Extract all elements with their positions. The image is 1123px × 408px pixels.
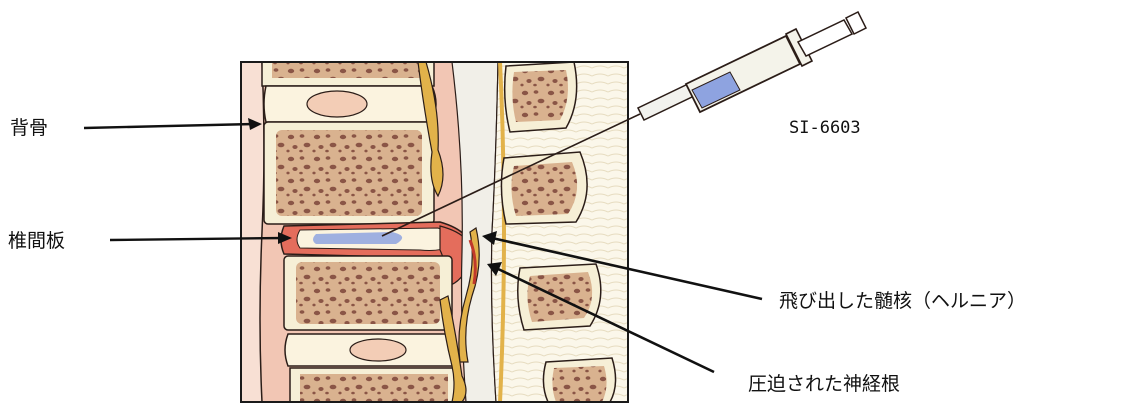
spine-section — [241, 62, 628, 408]
label-compressed-nerve-root: 圧迫された神経根 — [748, 373, 900, 395]
label-spine: 背骨 — [10, 117, 48, 139]
syringe-icon — [638, 12, 866, 120]
label-disc: 椎間板 — [8, 230, 65, 252]
injected-drug-area — [313, 232, 402, 244]
label-drug: SI-6603 — [789, 117, 861, 139]
arrow-spine — [84, 118, 262, 130]
anterior-wall — [241, 62, 264, 402]
label-herniated-nucleus: 飛び出した髄核（ヘルニア） — [779, 290, 1026, 312]
